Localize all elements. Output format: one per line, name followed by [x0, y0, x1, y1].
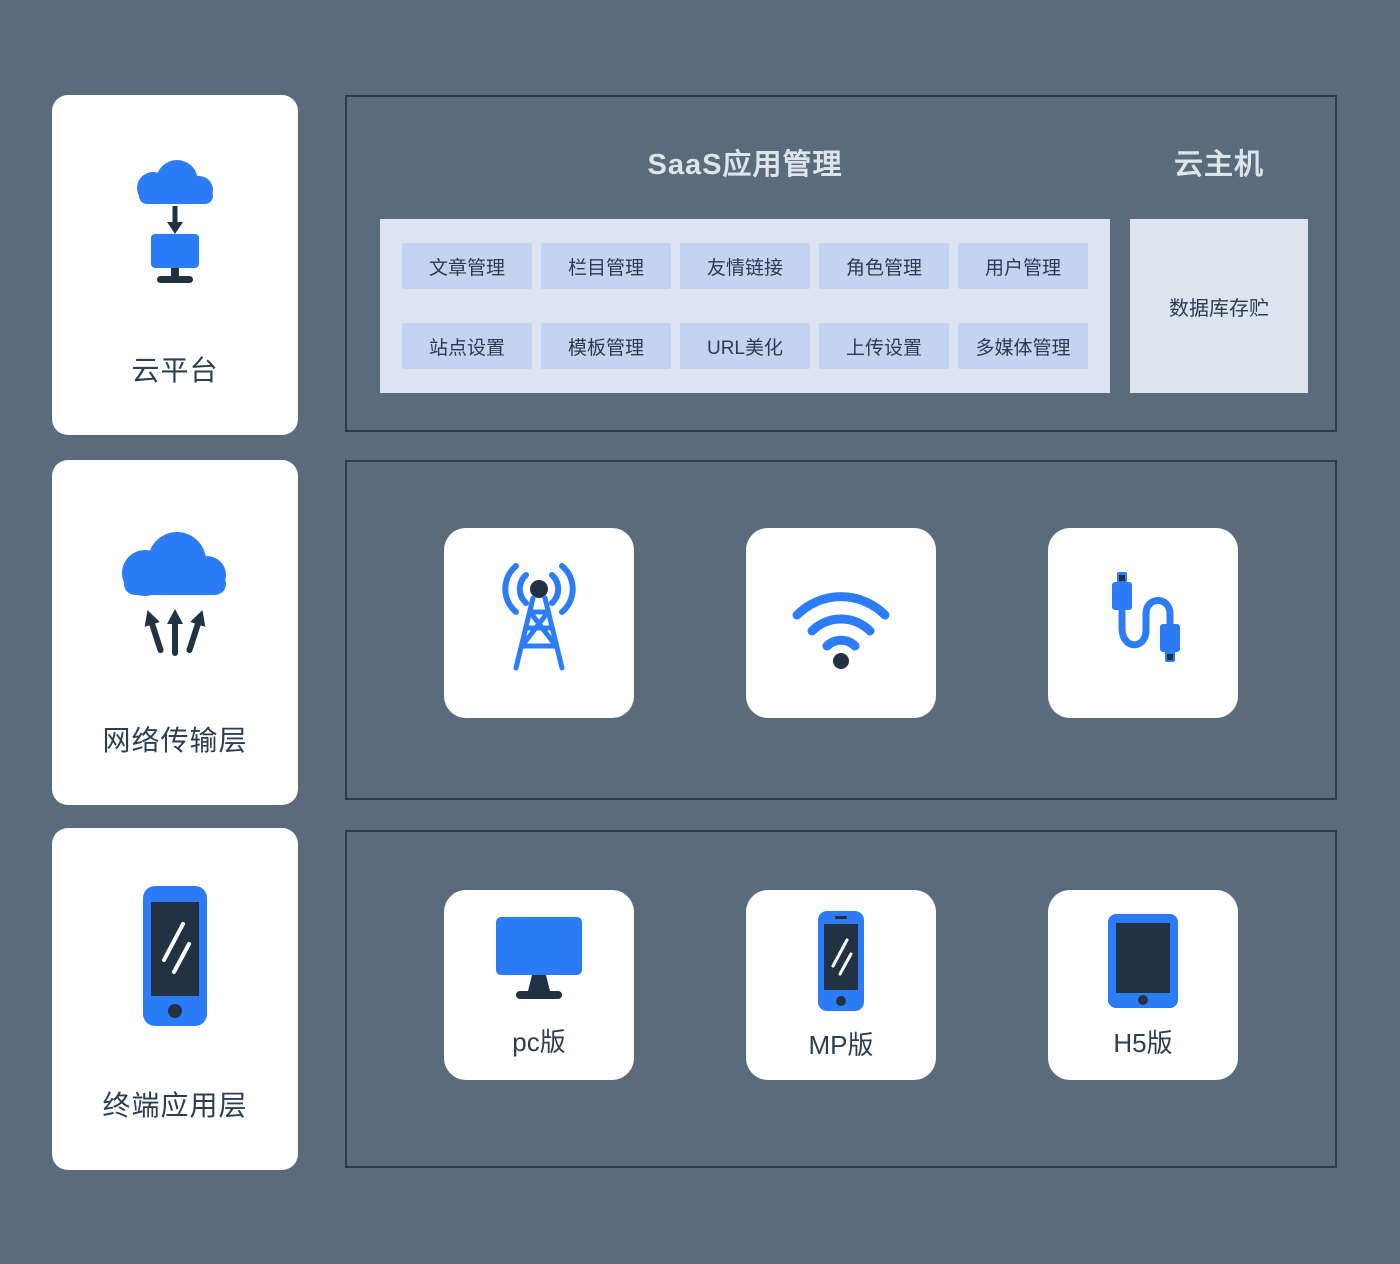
chip-upload-settings: 上传设置 [819, 323, 949, 369]
h5-version-tile: H5版 [1048, 890, 1238, 1080]
cloud-upload-arrows-icon [52, 460, 298, 719]
chip-article-management: 文章管理 [402, 243, 532, 289]
terminal-tile-row: pc版 MP版 [347, 890, 1335, 1080]
chip-friend-links: 友情链接 [680, 243, 810, 289]
wifi-icon [781, 567, 901, 680]
mp-version-tile: MP版 [746, 890, 936, 1080]
pc-version-label: pc版 [512, 1027, 566, 1057]
network-layer-label: 网络传输层 [102, 725, 248, 756]
saas-functions-row-1: 文章管理 栏目管理 友情链接 角色管理 用户管理 [402, 243, 1088, 289]
signal-tower-icon [480, 562, 598, 685]
saas-functions-row-2: 站点设置 模板管理 URL美化 上传设置 多媒体管理 [402, 323, 1088, 369]
signal-tower-tile [444, 528, 634, 718]
mp-version-label: MP版 [808, 1030, 874, 1060]
saas-title: SaaS应用管理 [647, 149, 843, 181]
usb-cable-tile [1048, 528, 1238, 718]
cloud-download-to-monitor-icon [52, 95, 298, 349]
saas-functions-panel: 文章管理 栏目管理 友情链接 角色管理 用户管理 站点设置 模板管理 URL美化… [380, 219, 1110, 393]
terminal-layer-card: 终端应用层 [52, 828, 298, 1170]
cloud-platform-label: 云平台 [131, 355, 219, 386]
usb-cable-icon [1084, 562, 1202, 685]
tablet-icon [1089, 910, 1197, 1017]
saas-management-box: SaaS应用管理 云主机 文章管理 栏目管理 友情链接 角色管理 用户管理 站点… [345, 95, 1337, 432]
wifi-tile [746, 528, 936, 718]
pc-version-tile: pc版 [444, 890, 634, 1080]
chip-template-management: 模板管理 [541, 323, 671, 369]
chip-column-management: 栏目管理 [541, 243, 671, 289]
terminal-layer-label: 终端应用层 [102, 1090, 248, 1121]
chip-multimedia-management: 多媒体管理 [958, 323, 1088, 369]
chip-role-management: 角色管理 [819, 243, 949, 289]
database-storage-panel: 数据库存贮 [1130, 219, 1308, 393]
chip-user-management: 用户管理 [958, 243, 1088, 289]
h5-version-label: H5版 [1113, 1028, 1173, 1058]
network-transport-box [345, 460, 1337, 800]
network-tile-row [347, 528, 1335, 718]
chip-site-settings: 站点设置 [402, 323, 532, 369]
desktop-monitor-icon [480, 911, 598, 1016]
cloud-platform-card: 云平台 [52, 95, 298, 435]
mobile-phone-icon [787, 908, 895, 1019]
terminal-application-box: pc版 MP版 [345, 830, 1337, 1168]
cloud-host-title: 云主机 [1173, 149, 1264, 181]
smartphone-icon [52, 828, 298, 1084]
network-layer-card: 网络传输层 [52, 460, 298, 805]
chip-url-beautify: URL美化 [680, 323, 810, 369]
